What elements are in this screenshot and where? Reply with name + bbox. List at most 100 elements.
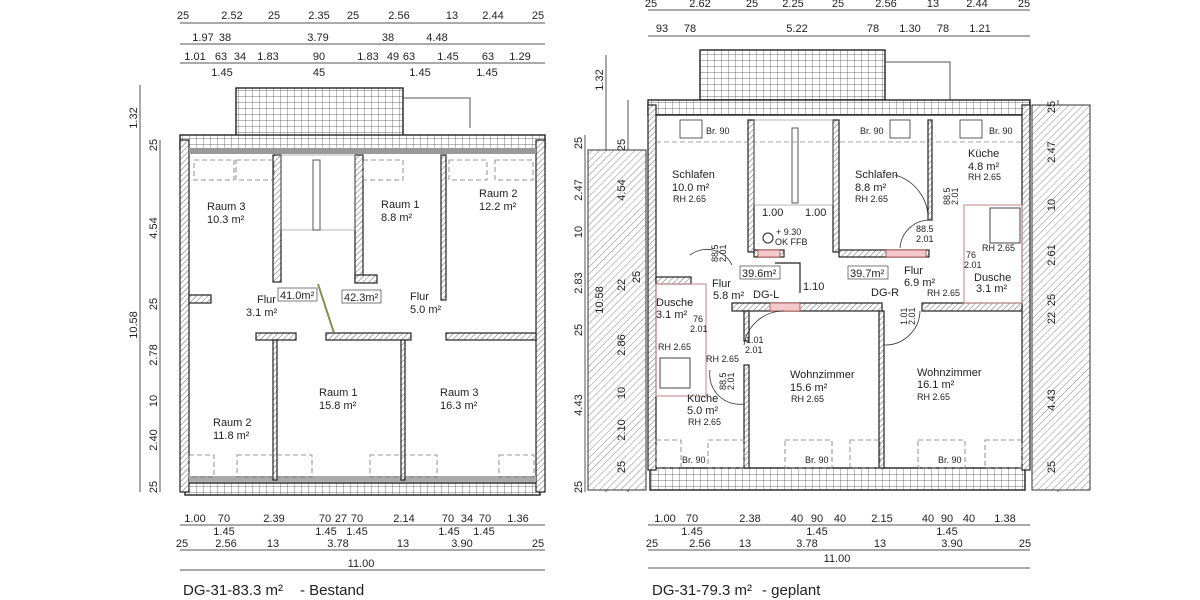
dimension-label: 10.58 <box>594 286 606 314</box>
room-area: 10.3 m² <box>207 214 245 226</box>
room-name: Raum 2 <box>479 188 518 200</box>
dimension-label: 25 <box>646 538 658 550</box>
room-area: 5.0 m² <box>687 405 719 417</box>
dimension-label: 38 <box>382 32 394 44</box>
dimension-label: 3.90 <box>451 538 472 550</box>
dimension-label: 2.47 <box>573 179 585 200</box>
door-height: 2.01 <box>726 372 736 390</box>
dimension-label: 3.79 <box>307 32 328 44</box>
dimension-label: 2.52 <box>221 10 242 22</box>
dimension-label: 2.10 <box>616 419 628 440</box>
dimension-label: 4.43 <box>573 394 585 415</box>
door-dimensions: 88.5 2.01 88.5 2.01 88.5 2.01 76 2.01 76… <box>690 187 982 390</box>
room-height: RH 2.65 <box>968 172 1001 182</box>
room-name: Dusche <box>656 297 693 309</box>
corridor-dimension: 1.10 <box>803 281 824 293</box>
room-name: Flur <box>712 278 731 290</box>
dimension-label: 34 <box>461 513 473 525</box>
dimension-label: 4.54 <box>148 217 160 238</box>
room-area: 4.8 m² <box>968 161 1000 173</box>
neighbour-wall-left <box>587 149 647 491</box>
dormer-roof <box>235 87 404 137</box>
dimension-label: 13 <box>739 538 751 550</box>
dimension-label: 25 <box>573 324 585 336</box>
dimension-label: 25 <box>1019 538 1031 550</box>
labels-geplant: Schlafen 10.0 m² RH 2.65 Schlafen 8.8 m²… <box>652 126 1015 599</box>
door-height: 2.01 <box>745 345 763 355</box>
dimension-label: 25 <box>148 481 160 493</box>
dimension-label: 13 <box>446 10 458 22</box>
dimension-label: 1.30 <box>899 23 920 35</box>
dimension-label: 2.38 <box>739 513 760 525</box>
dimension-label: 1.83 <box>357 51 378 63</box>
room-area: 8.8 m² <box>381 212 413 224</box>
dimension-label: 10 <box>1046 199 1058 211</box>
dimension-label: 2.78 <box>148 344 160 365</box>
unit-area: 39.6m² <box>742 268 777 280</box>
room-height: RH 2.65 <box>688 417 721 427</box>
dimension-label: 25 <box>148 298 160 310</box>
staircase <box>753 119 834 206</box>
room-name: Wohnzimmer <box>917 367 982 379</box>
dimension-label: 1.45 <box>476 67 497 79</box>
dimension-label: 1.45 <box>473 526 494 538</box>
dimension-label: 1.00 <box>184 513 205 525</box>
room-name: Wohnzimmer <box>790 369 855 381</box>
dimension-label: 2.15 <box>871 513 892 525</box>
dimension-label: 25 <box>1018 0 1030 10</box>
room-height: RH 2.65 <box>673 194 706 204</box>
room-area: 3.1 m² <box>976 283 1008 295</box>
dimension-label: 22 <box>1046 312 1058 324</box>
dimension-label: 45 <box>313 67 325 79</box>
dimension-label: 25 <box>532 538 544 550</box>
dormer-roof <box>699 49 886 101</box>
dimension-label: 10.58 <box>128 311 140 339</box>
plan-title: DG-31-79.3 m² <box>652 582 752 599</box>
dimension-label: 13 <box>397 538 409 550</box>
dimension-label: 2.56 <box>215 538 236 550</box>
plan-title: DG-31-83.3 m² <box>183 582 283 599</box>
dimension-label: 25 <box>1046 101 1058 113</box>
dimension-label: 2.44 <box>482 10 503 22</box>
door-width: 1.01 <box>746 335 764 345</box>
dimension-label: 38 <box>219 32 231 44</box>
room-area: 5.0 m² <box>410 304 442 316</box>
room-name: Flur <box>904 265 923 277</box>
room-name: Schlafen <box>855 169 898 181</box>
dimension-label: 63 <box>403 51 415 63</box>
dimension-label: 1.45 <box>346 526 367 538</box>
room-area: 8.8 m² <box>855 182 887 194</box>
dimension-label: 1.45 <box>806 526 827 538</box>
plan-subtitle: - Bestand <box>300 582 364 599</box>
door-width: 76 <box>966 250 976 260</box>
plan-subtitle: - geplant <box>762 582 821 599</box>
dimension-label: 2.44 <box>966 0 987 10</box>
dimension-label: 4.43 <box>1046 389 1058 410</box>
door-width: 88.5 <box>718 372 728 390</box>
staircase <box>280 154 356 231</box>
room-area: 10.0 m² <box>672 182 710 194</box>
dimension-label: 2.47 <box>1046 141 1058 162</box>
dimension-label: 1.45 <box>681 526 702 538</box>
dimension-label: 2.39 <box>263 513 284 525</box>
dimension-label: 25 <box>268 10 280 22</box>
room-name: Raum 2 <box>213 417 252 429</box>
dimension-label: 49 <box>387 51 399 63</box>
room-area: 15.8 m² <box>319 400 357 412</box>
dimension-label: 25 <box>573 137 585 149</box>
plan-bestand <box>179 87 546 496</box>
dimension-label: 25 <box>832 0 844 10</box>
dimension-label: 25 <box>176 538 188 550</box>
room-name: Flur <box>410 291 429 303</box>
dimension-label: 1.21 <box>969 23 990 35</box>
dimension-label: 25 <box>573 481 585 493</box>
dimension-label: 13 <box>927 0 939 10</box>
dimension-label: 1.00 <box>654 513 675 525</box>
level-label: OK FFB <box>775 237 808 247</box>
dimension-label: 25 <box>347 10 359 22</box>
dimension-label: 40 <box>791 513 803 525</box>
room-height: RH 2.65 <box>855 194 888 204</box>
door-height: 2.01 <box>950 187 960 205</box>
room-height: RH 2.65 <box>658 342 691 352</box>
